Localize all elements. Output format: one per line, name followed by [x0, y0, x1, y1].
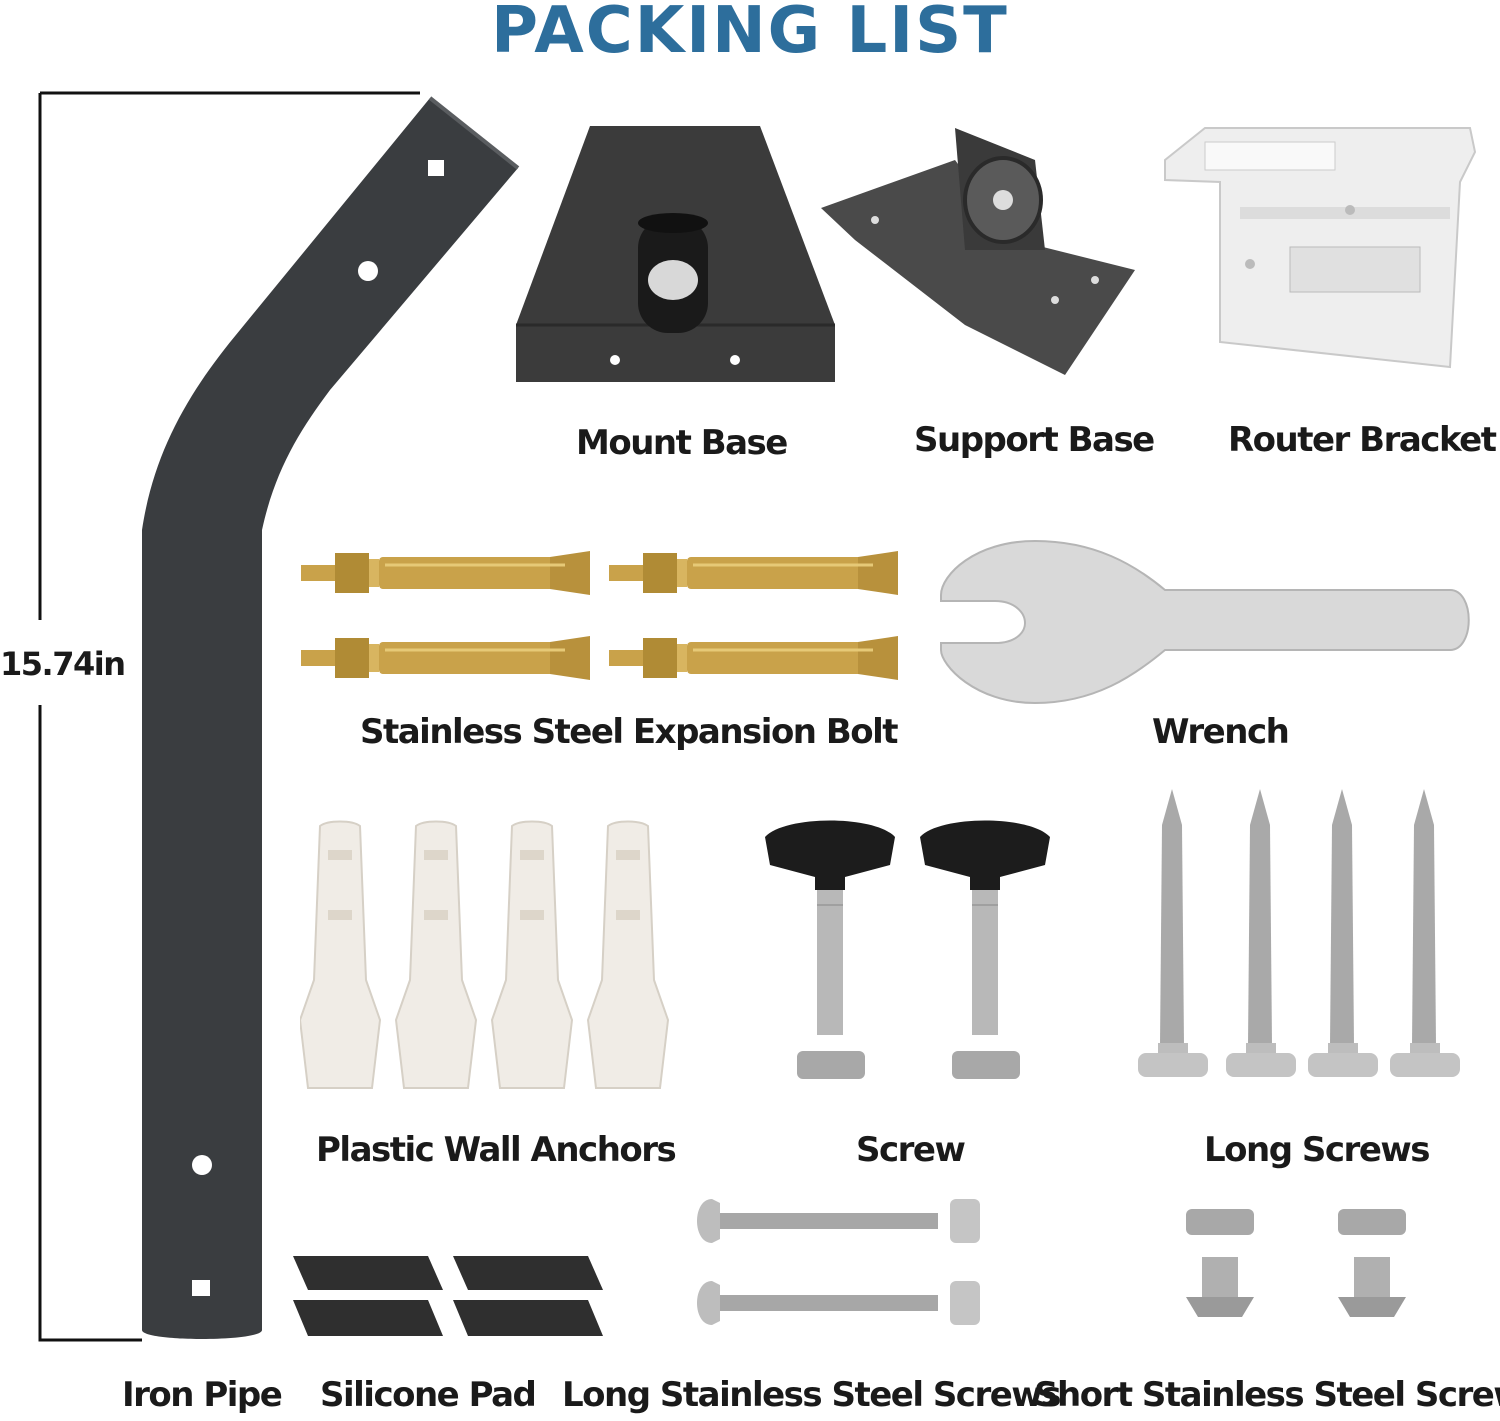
expansion-bolt-label: Stainless Steel Expansion Bolt — [360, 712, 899, 752]
page-title: PACKING LIST — [491, 0, 1009, 68]
support-base-image — [821, 128, 1135, 375]
mount-base-label: Mount Base — [576, 423, 788, 463]
iron-pipe-label: Iron Pipe — [122, 1375, 283, 1415]
silicone-pad-label: Silicone Pad — [320, 1375, 537, 1415]
support-base-label: Support Base — [914, 420, 1155, 460]
silicone-pad-image — [293, 1256, 603, 1336]
screw-label: Screw — [856, 1130, 966, 1170]
mount-base-image — [516, 126, 835, 382]
knob-screw-image — [765, 820, 1051, 1080]
dimension-label: 15.74in — [0, 645, 126, 683]
wrench-image — [940, 539, 1470, 705]
long-screws-image — [1138, 789, 1460, 1077]
router-bracket-label: Router Bracket — [1228, 420, 1497, 460]
wall-anchors-label: Plastic Wall Anchors — [316, 1130, 677, 1170]
long-ss-screws-image — [697, 1199, 980, 1325]
short-ss-screws-label: Short Stainless Steel Screws — [1034, 1375, 1500, 1415]
long-ss-screws-label: Long Stainless Steel Screws — [562, 1375, 1061, 1415]
long-screws-label: Long Screws — [1204, 1130, 1431, 1170]
short-ss-screws-image — [1186, 1209, 1406, 1317]
dimension-bracket — [38, 91, 420, 1342]
wrench-label: Wrench — [1152, 712, 1290, 752]
expansion-bolt-image — [299, 549, 900, 682]
router-bracket-image — [1164, 127, 1477, 369]
iron-pipe-image — [142, 96, 520, 1339]
wall-anchors-image — [300, 820, 669, 1089]
